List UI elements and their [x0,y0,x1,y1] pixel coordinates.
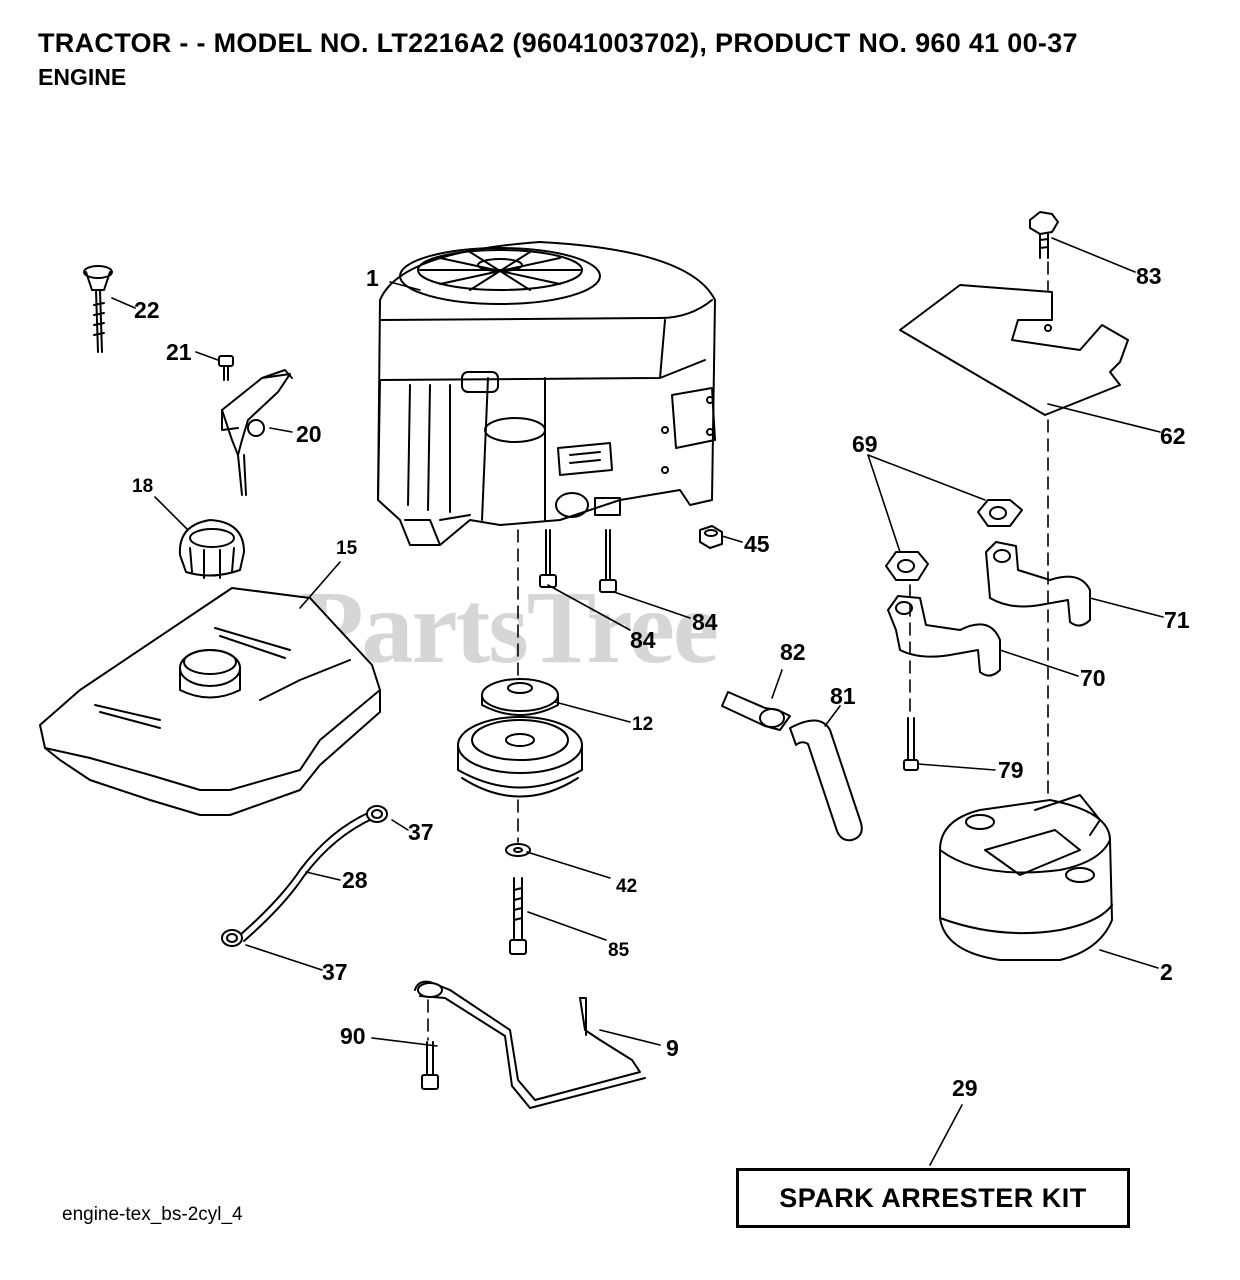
bolt-84-left[interactable] [539,529,557,588]
bracket-rod-9[interactable] [414,980,646,1109]
exhaust-pipe-71[interactable] [985,541,1091,627]
hose-clamp-37-top[interactable] [366,805,388,823]
screw-21[interactable] [218,355,234,381]
callout-1: 1 [366,265,379,291]
callout-90: 90 [340,1023,366,1049]
fitting-82[interactable] [721,691,791,731]
leader-lines [111,237,1164,1166]
heat-shield-62[interactable] [899,284,1129,416]
page-title: TRACTOR - - MODEL NO. LT2216A2 (96041003… [38,28,1078,58]
callout-81: 81 [830,683,856,709]
callout-84-right: 84 [692,609,718,635]
gasket-69-upper[interactable] [977,499,1023,527]
hose-clamp-37-bottom[interactable] [221,929,243,947]
callout-42: 42 [616,876,637,897]
engine-part[interactable] [377,241,716,546]
bolt-85[interactable] [509,877,527,955]
page-subtitle: ENGINE [38,64,127,90]
callout-18: 18 [132,476,153,497]
bolt-79[interactable] [903,717,919,771]
bolt-90[interactable] [421,1041,439,1090]
callout-37-top: 37 [408,819,434,845]
spark-arrester-kit-label: SPARK ARRESTER KIT [779,1182,1087,1213]
spark-arrester-kit-box[interactable]: SPARK ARRESTER KIT [736,1168,1130,1228]
exhaust-pipe-70[interactable] [887,595,1001,677]
callout-85: 85 [608,940,630,961]
throttle-control-20[interactable] [221,369,293,496]
callout-62: 62 [1160,423,1186,449]
bolt-84-right[interactable] [599,529,617,593]
muffler-2[interactable] [939,794,1113,961]
fuel-cap-18[interactable] [178,519,245,579]
washer-42[interactable] [505,843,531,857]
callout-12: 12 [632,714,653,735]
callout-15: 15 [336,538,358,559]
callout-71: 71 [1164,607,1190,633]
callout-20: 20 [296,421,322,447]
callout-69: 69 [852,431,878,457]
callout-84-left: 84 [630,627,656,653]
fuel-tank-15[interactable] [39,587,381,816]
callout-70: 70 [1080,665,1106,691]
gasket-69-lower[interactable] [885,551,929,581]
push-pin-22[interactable] [83,265,113,353]
callout-21: 21 [166,339,192,365]
alignment-lines [427,261,1049,1041]
hose-81[interactable] [789,719,863,842]
callout-9: 9 [666,1035,679,1061]
callout-29: 29 [952,1075,978,1101]
pulley-12[interactable] [457,678,583,798]
callout-83: 83 [1136,263,1162,289]
diagram-file-label: engine-tex_bs-2cyl_4 [62,1204,243,1225]
callout-79: 79 [998,757,1024,783]
nut-45[interactable] [699,525,723,549]
fuel-line-28[interactable] [239,811,375,942]
callout-28: 28 [342,867,368,893]
callout-45: 45 [744,531,770,557]
callout-37-bottom: 37 [322,959,348,985]
callout-82: 82 [780,639,806,665]
callout-22: 22 [134,297,160,323]
callout-2: 2 [1160,959,1173,985]
bolt-83[interactable] [1029,211,1059,259]
